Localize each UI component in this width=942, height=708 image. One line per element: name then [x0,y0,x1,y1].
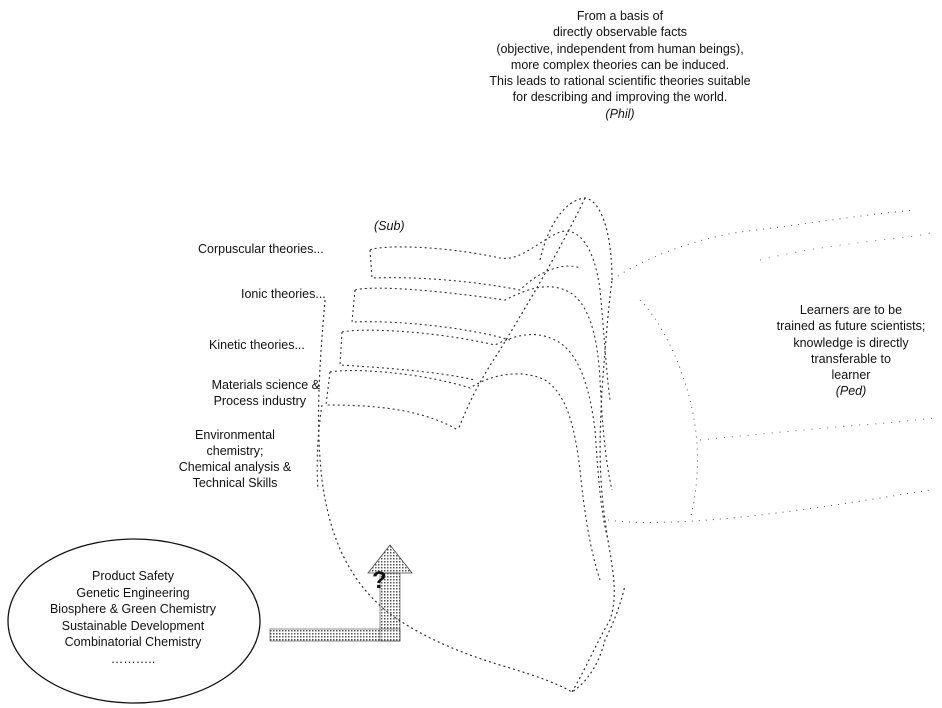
phil-line: for describing and improving the world. [512,90,728,105]
layer-label-corpuscular: Corpuscular theories... [198,242,324,256]
phil-line: From a basis of [576,9,664,23]
arrow-head [367,544,413,574]
layer-label-kinetic: Kinetic theories... [209,338,305,352]
ped-line: transferable to [811,351,891,366]
layer-label-env-3: Chemical analysis & [178,460,292,474]
vessel-top-lip [539,197,613,281]
new-topics-list: Product Safety Genetic Engineering Biosp… [14,568,252,667]
layer-materials-front [325,371,459,431]
layer-label-env-2: chemistry; [206,444,264,458]
layer-label-env-1: Environmental [195,428,275,442]
phil-line: (objective, independent from human being… [496,41,744,56]
layer-ionic-front [351,289,511,341]
layer-materials [329,370,601,581]
topic-item: Combinatorial Chemistry [64,635,202,649]
layer-corpuscular [369,230,611,401]
ped-region-top [759,231,936,261]
pedagogy-statement: Learners are to be trained as future sci… [756,302,942,400]
phil-tag: (Phil) [605,106,635,121]
phil-line: This leads to rational scientific theori… [489,74,751,89]
vessel-inner-slope [457,197,586,431]
topic-item: Sustainable Development [61,618,205,633]
ped-line: knowledge is directly [793,335,909,350]
topic-item: Biosphere & Green Chemistry [49,602,217,616]
layer-corpuscular-front [369,249,581,291]
philosophy-statement: From a basis of directly observable fact… [420,8,820,122]
vessel-outline [317,299,626,693]
ped-line: learner [831,368,871,383]
layer-kinetic [341,329,609,541]
layer-label-materials-2: Process industry [213,394,306,408]
vessel-right-edge [571,279,615,693]
ped-line: trained as future scientists; [776,319,926,334]
phil-line: directly observable facts [552,25,688,40]
ped-line: Learners are to be [799,303,903,317]
layer-label-ionic: Ionic theories... [241,287,326,301]
ped-region-inner [639,299,698,521]
ped-region-lower [607,489,931,523]
topic-item: Genetic Engineering [76,585,190,600]
question-mark: ? [372,567,387,594]
phil-line: more complex theories can be induced. [510,57,730,72]
env-connector [316,404,323,491]
sub-tag: (Sub) [374,219,405,233]
ped-tag: (Ped) [835,384,867,399]
ped-region-mid [699,417,936,441]
topic-item: ……….. [110,651,156,666]
ped-region-outline [611,209,916,281]
layer-label-env-4: Technical Skills [192,476,278,490]
layer-ionic [354,286,613,491]
new-topics-ellipse [7,538,261,704]
layer-kinetic-front [339,331,476,381]
layer-label-materials-1: Materials science & [211,378,320,392]
topic-item: Product Safety [92,569,174,583]
